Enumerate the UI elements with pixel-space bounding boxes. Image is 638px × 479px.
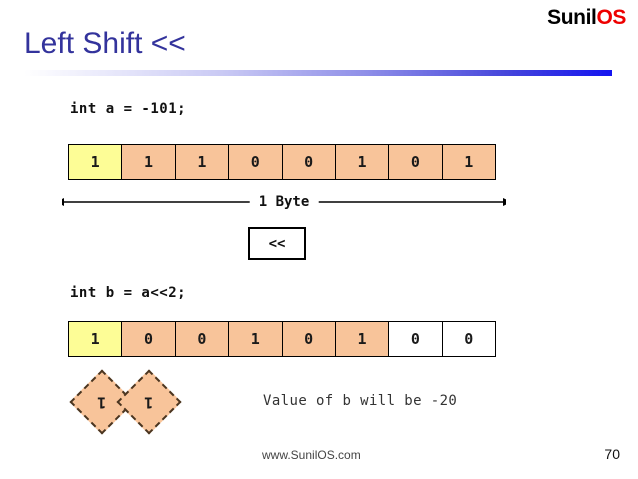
dropped-bit: 1 [116,369,182,435]
footer-page-number: 70 [604,446,620,462]
bit-cell: 0 [122,322,176,356]
brand-logo: SunilOS [547,7,626,28]
bit-cell: 1 [122,145,176,179]
byte-table-a: 1 1 1 0 0 1 0 1 [68,144,496,180]
bit-cell: 1 [442,145,495,179]
byte-table-b: 1 0 0 1 0 1 0 0 [68,321,496,357]
bit-cell: 0 [282,145,336,179]
bit-cell: 0 [175,322,230,356]
bit-cell: 0 [389,322,443,356]
bit-cell: 1 [229,322,283,356]
dropped-bit-value: 1 [97,393,107,411]
code-line-declaration-a: int a = -101; [70,101,187,117]
result-note: Value of b will be -20 [263,393,458,409]
dropped-bit-value: 1 [144,393,154,411]
brand-logo-sunil: Sunil [547,6,597,29]
shift-operator-box: << [248,227,306,260]
byte-width-label: 1 Byte [249,192,319,212]
footer-url: www.SunilOS.com [262,448,361,462]
bit-cell: 1 [335,322,390,356]
bit-cell: 0 [282,322,336,356]
page-title: Left Shift << [24,27,186,60]
brand-logo-os: OS [596,6,626,29]
bit-cell: 1 [69,145,123,179]
bit-cell: 1 [69,322,123,356]
bit-cell: 1 [175,145,230,179]
bit-cell: 0 [229,145,283,179]
bit-cell: 0 [389,145,443,179]
byte-width-measure: 1 Byte [56,192,512,212]
code-line-declaration-b: int b = a<<2; [70,285,187,301]
title-gradient-rule [24,70,612,76]
bit-cell: 0 [442,322,495,356]
bit-cell: 1 [335,145,390,179]
